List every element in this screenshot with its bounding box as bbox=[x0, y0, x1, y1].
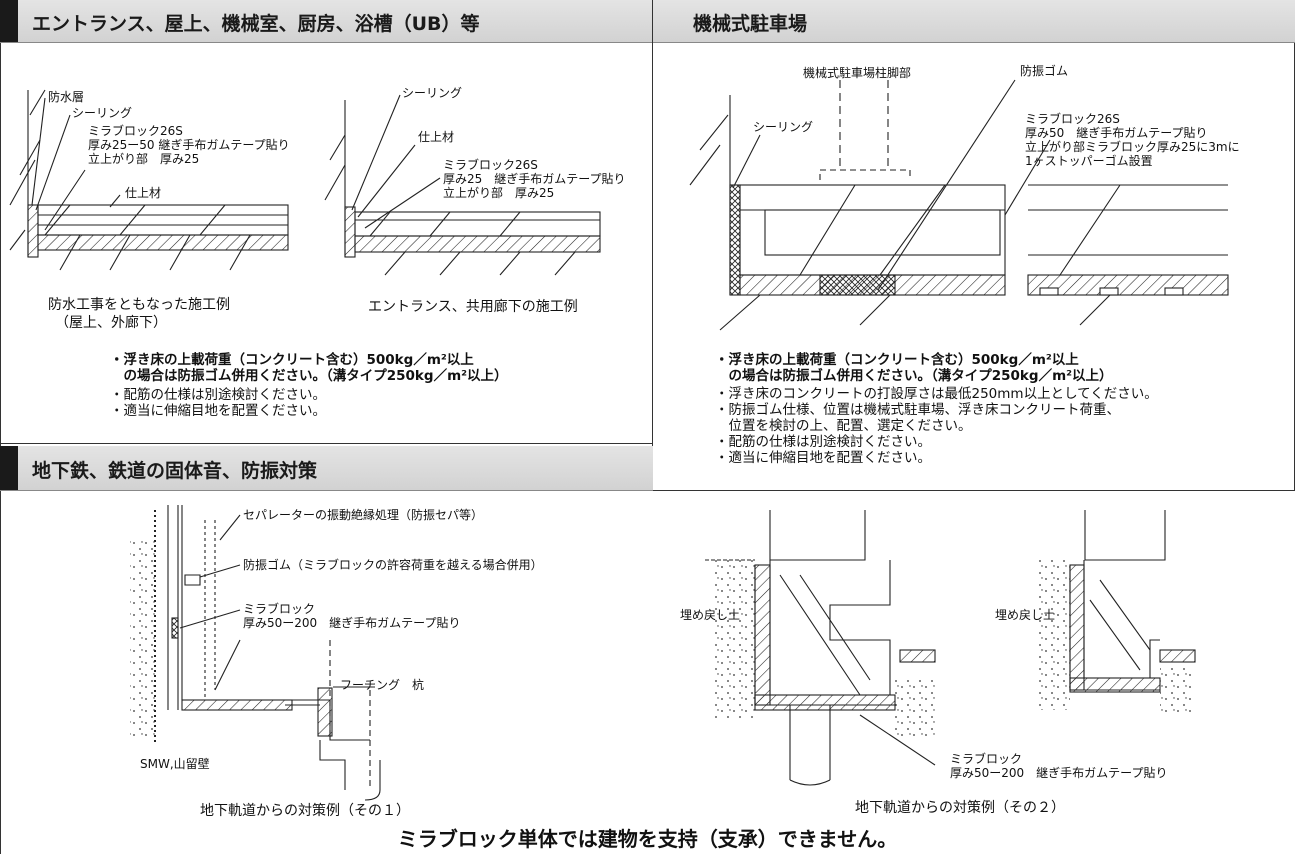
detail-subway-1 bbox=[130, 505, 381, 801]
label-sealing: シーリング bbox=[72, 106, 133, 120]
detail-subway-2 bbox=[705, 510, 1196, 786]
label-mirablock: ミラブロック 厚み50ー200 継ぎ手布ガムテープ貼り bbox=[243, 602, 461, 630]
label-sealing: シーリング bbox=[753, 120, 814, 134]
panel-header: 地下鉄、鉄道の固体音、防振対策 bbox=[0, 446, 653, 491]
support-warning: ミラブロック単体では建物を支持（支承）できません。 bbox=[397, 827, 898, 851]
caption-subway-1: 地下軌道からの対策例（その１） bbox=[200, 803, 410, 819]
label-mirablock: ミラブロック26S 厚み25ー50 継ぎ手布ガムテープ貼り 立上がり部 厚み25 bbox=[88, 124, 290, 166]
panel-entrance: エントランス、屋上、機械室、厨房、浴槽（UB）等 防水層 シーリング ミラブロッ… bbox=[0, 0, 652, 444]
detail-parking bbox=[689, 79, 1229, 331]
label-finish-2: 仕上材 bbox=[418, 130, 455, 144]
panel-title: 地下鉄、鉄道の固体音、防振対策 bbox=[32, 460, 318, 482]
header-tab bbox=[0, 0, 18, 42]
panel-parking: 機械式駐車場 機械式駐車場柱脚部 防振ゴム シーリング ミラブロック26S 厚み… bbox=[653, 0, 1295, 491]
panel-header: エントランス、屋上、機械室、厨房、浴槽（UB）等 bbox=[0, 0, 652, 43]
panel-subway: 地下鉄、鉄道の固体音、防振対策 bbox=[0, 446, 653, 491]
label-sealing-2: シーリング bbox=[402, 86, 463, 100]
label-rubber: 防振ゴム bbox=[1020, 64, 1069, 78]
label-footing: フーチング 杭 bbox=[340, 678, 425, 692]
label-waterproof: 防水層 bbox=[48, 90, 85, 104]
label-pillar: 機械式駐車場柱脚部 bbox=[803, 66, 912, 80]
label-mirablock-2: ミラブロック 厚み50ー200 継ぎ手布ガムテープ貼り bbox=[950, 752, 1168, 780]
note-load: ・浮き床の上載荷重（コンクリート含む）500kg／m²以上 の場合は防振ゴム併用… bbox=[715, 352, 1113, 384]
panel-header: 機械式駐車場 bbox=[653, 0, 1295, 43]
caption-subway-2: 地下軌道からの対策例（その２） bbox=[855, 800, 1065, 816]
note-misc: ・浮き床のコンクリートの打設厚さは最低250mm以上としてください。 ・防振ゴム… bbox=[715, 386, 1158, 466]
detail-entrance bbox=[324, 94, 601, 276]
caption-waterproof: 防水工事をともなった施工例 （屋上、外廊下） bbox=[48, 297, 230, 331]
label-mirablock: ミラブロック26S 厚み50 継ぎ手布ガムテープ貼り 立上がり部ミラブロック厚み… bbox=[1025, 112, 1240, 168]
label-smw: SMW,山留壁 bbox=[140, 757, 210, 771]
caption-entrance: エントランス、共用廊下の施工例 bbox=[368, 299, 578, 315]
label-backfill-2: 埋め戻し土 bbox=[995, 608, 1056, 622]
note-load: ・浮き床の上載荷重（コンクリート含む）500kg／m²以上 の場合は防振ゴム併用… bbox=[110, 352, 508, 384]
header-tab bbox=[0, 446, 18, 490]
label-finish: 仕上材 bbox=[125, 186, 162, 200]
label-rubber: 防振ゴム（ミラブロックの許容荷重を越える場合併用） bbox=[243, 558, 543, 572]
label-separator: セパレーターの振動絶縁処理（防振セパ等） bbox=[243, 508, 484, 522]
panel-title: 機械式駐車場 bbox=[693, 13, 808, 35]
panel-title: エントランス、屋上、機械室、厨房、浴槽（UB）等 bbox=[32, 13, 480, 35]
label-backfill: 埋め戻し土 bbox=[680, 608, 741, 622]
note-misc: ・配筋の仕様は別途検討ください。 ・適当に伸縮目地を配置ください。 bbox=[110, 387, 326, 419]
detail-waterproof bbox=[9, 89, 289, 271]
label-mirablock-2: ミラブロック26S 厚み25 継ぎ手布ガムテープ貼り 立上がり部 厚み25 bbox=[443, 158, 626, 200]
